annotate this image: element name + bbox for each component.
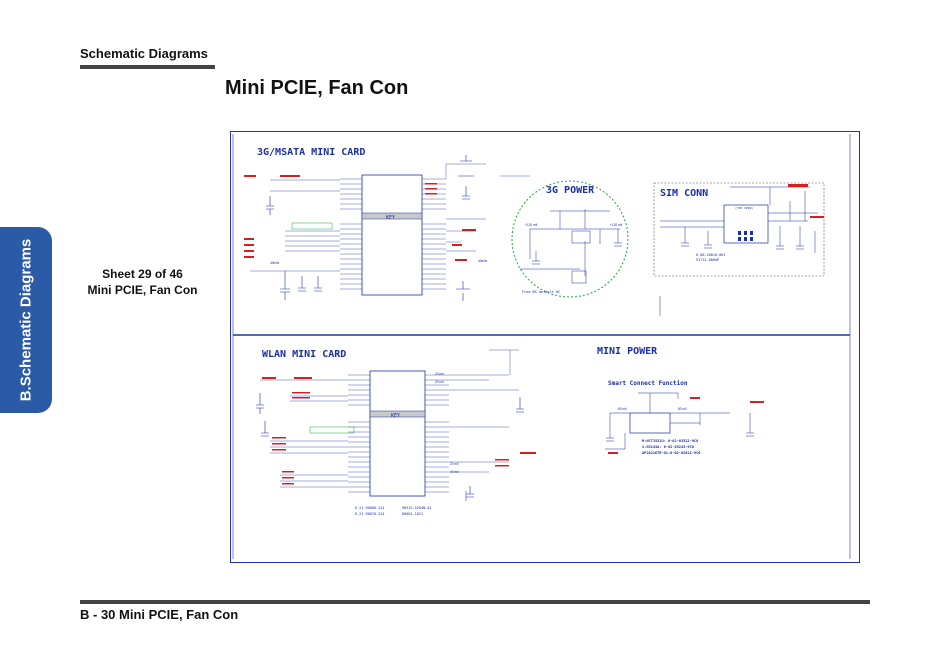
rate-40mils-b: 40mils xyxy=(478,259,488,263)
rate-20-c: 20 mil xyxy=(450,462,459,466)
connector-wlan: KEY 20 mil 20 mil 20 mil 40 mil 6-21-96D… xyxy=(260,349,536,516)
title-smart-connect: Smart Connect Function xyxy=(608,380,688,387)
wlan-part-d: 80001-1021 xyxy=(402,512,423,516)
rate-20-a: 20 mil xyxy=(435,372,444,376)
sim-connector-block: (TOP VIEW) 6-88-28010-001 91712-0060P xyxy=(653,182,825,277)
title-3g-msata: 3G/MSATA MINI CARD xyxy=(257,147,365,158)
mosfet-note-2: S:G5243A: 6-02-05243-9C0 xyxy=(642,445,694,449)
rate-40mils-a: 40mils xyxy=(270,261,280,265)
title-3g-power: 3G POWER xyxy=(546,185,595,196)
header-label: Schematic Diagrams xyxy=(80,46,208,61)
page-title: Mini PCIE, Fan Con xyxy=(225,77,409,99)
wlan-part-b: 6-21-96D70-224 xyxy=(355,512,385,516)
passives-wlan xyxy=(256,393,524,498)
sim-top-view: (TOP VIEW) xyxy=(735,206,753,210)
footer-label: B - 30 Mini PCIE, Fan Con xyxy=(80,607,239,622)
title-sim-conn: SIM CONN xyxy=(660,188,708,199)
rate-80-a: 80 mil xyxy=(618,407,627,411)
sim-part-number: 6-88-28010-001 xyxy=(696,253,726,257)
power-3g-block: +120 mil +120 mil From BS default HI xyxy=(511,180,629,298)
key-top: KEY xyxy=(386,215,395,221)
schematic-frame xyxy=(230,131,860,563)
rate-40-c: 40 mil xyxy=(450,470,459,474)
side-tab-label: B.Schematic Diagrams xyxy=(17,238,35,402)
from-bs-note: From BS default HI xyxy=(522,290,560,294)
rate-20-b: 20 mil xyxy=(435,380,444,384)
title-wlan: WLAN MINI CARD xyxy=(262,349,346,360)
sheet-name: Mini PCIE, Fan Con xyxy=(87,283,198,297)
title-mini-power: MINI POWER xyxy=(597,346,658,357)
connector-3g: KEY 40mils 40mils xyxy=(244,163,530,296)
passives-3g xyxy=(266,155,474,301)
mosfet-note-3: AP2821KTR-G1:6-02-02821-9C0 xyxy=(642,451,700,455)
mosfet-note-1: M:NCT3522U: 6-02-03522-9C0 xyxy=(642,439,698,443)
sim-part-number-2: 91712-0060P xyxy=(696,258,719,262)
header-rule xyxy=(80,65,215,69)
wlan-part-c: 98915-5204N-01 xyxy=(402,506,432,510)
schematic-diagram: 3G/MSATA MINI CARD 3G POWER SIM CONN WLA… xyxy=(230,131,860,563)
rate-120-b: +120 mil xyxy=(610,223,622,227)
wlan-part-a: 6-21-96D00-224 xyxy=(355,506,385,510)
side-tab xyxy=(0,227,52,413)
rate-80-b: 80 mil xyxy=(678,407,687,411)
key-bottom: KEY xyxy=(391,413,400,419)
footer-rule xyxy=(80,600,870,604)
mini-power-block: 80 mil 80 mil M:NCT3522U: 6-02-03522-9C0… xyxy=(605,392,764,455)
sheet-number: Sheet 29 of 46 xyxy=(102,267,183,281)
rate-120-a: +120 mil xyxy=(525,223,537,227)
